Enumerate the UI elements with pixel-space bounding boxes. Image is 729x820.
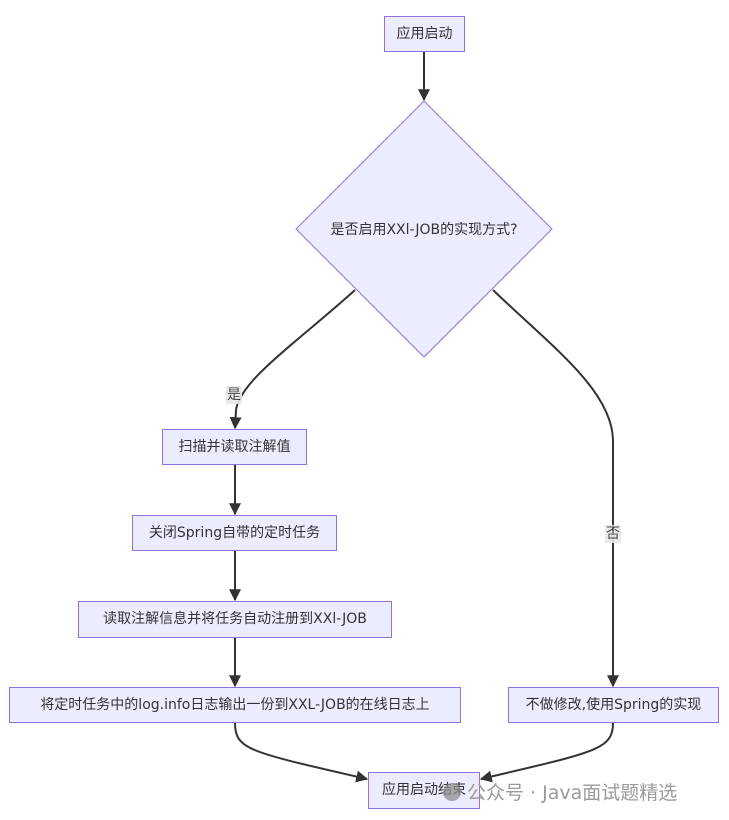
node-close-spring: 关闭Spring自带的定时任务: [132, 515, 337, 551]
watermark-text: 公众号 · Java面试题精选: [467, 782, 678, 804]
watermark: 公众号 · Java面试题精选: [443, 778, 677, 805]
node-no-change: 不做修改,使用Spring的实现: [508, 687, 719, 723]
node-register: 读取注解信息并将任务自动注册到XXl-JOB: [78, 601, 392, 638]
edge-log-output-to-end: [234, 722, 369, 783]
edge-no-change-to-end: [479, 722, 614, 783]
edge-decision-to-no-change: [492, 289, 619, 688]
node-log-output: 将定时任务中的log.info日志输出一份到XXL-JOB的在线日志上: [9, 687, 461, 723]
decision-diamond: [295, 100, 553, 358]
node-start: 应用启动: [384, 16, 465, 52]
edge-label-no: 否: [605, 525, 621, 543]
node-decision-label: 是否启用XXl-JOB的实现方式?: [330, 222, 518, 238]
edge-decision-to-scan: [229, 289, 356, 430]
node-scan: 扫描并读取注解值: [162, 429, 307, 465]
wechat-icon: [443, 782, 461, 801]
edge-label-yes: 是: [226, 386, 242, 404]
